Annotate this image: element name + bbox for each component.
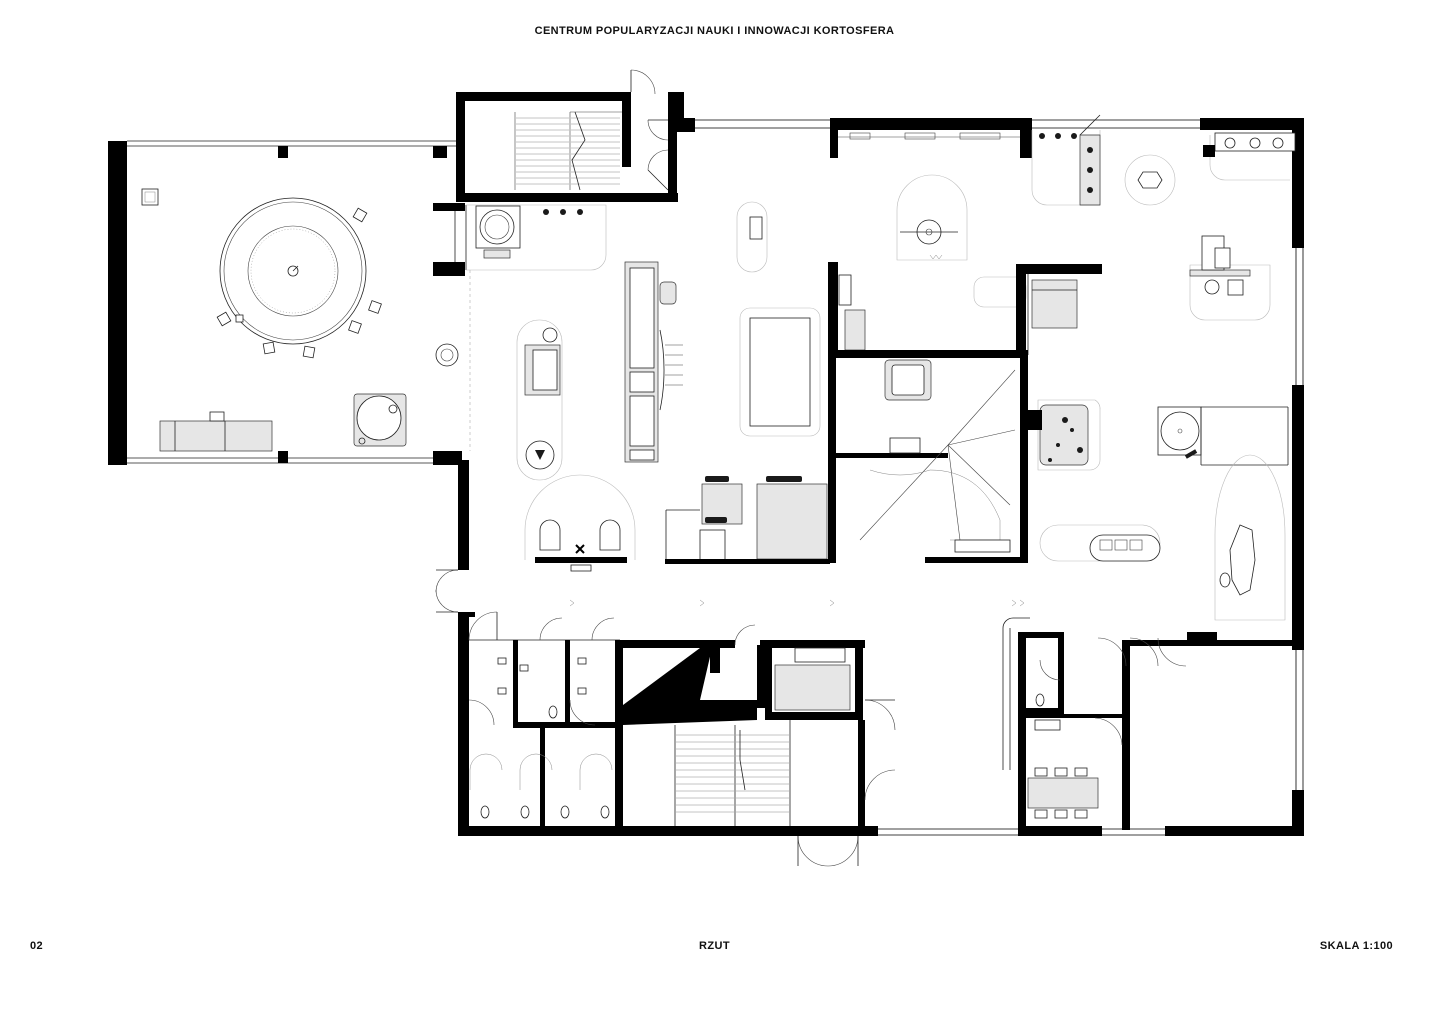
info-terminal	[141, 188, 159, 206]
west-hall	[108, 140, 471, 465]
sinks	[497, 657, 587, 695]
capsule-platform	[516, 319, 563, 481]
exhibit-shelf	[624, 261, 683, 463]
south-east-offices	[1002, 617, 1300, 835]
west-hall-west-wall	[108, 141, 127, 465]
oval-platform	[736, 201, 768, 273]
twin-figures-exhibit	[524, 474, 636, 572]
workbench-exhibit	[1189, 235, 1271, 321]
page-number: 02	[30, 940, 44, 952]
central-hall	[433, 201, 830, 613]
sheet-name: RZUT	[699, 940, 730, 952]
outer-walls	[458, 118, 1304, 836]
spiral-stair-room	[828, 350, 1028, 563]
office-table	[1027, 767, 1099, 819]
bike-exhibit	[665, 476, 828, 562]
round-column	[435, 343, 459, 367]
round-exhibit-table	[219, 197, 367, 345]
stool-row	[1203, 132, 1296, 181]
central-table-platform	[739, 307, 821, 437]
drum-exhibit	[475, 205, 521, 259]
wall-screens	[543, 209, 583, 215]
drawing-title: CENTRUM POPULARYZACJI NAUKI I INNOWACJI …	[534, 25, 895, 37]
north-east-room	[1028, 114, 1296, 621]
scale-label: SKALA 1:100	[1319, 940, 1393, 952]
north-exhibit-room	[828, 132, 1102, 355]
turntable-exhibit	[353, 393, 407, 447]
reception-desk	[159, 411, 273, 452]
circulation-arrows	[569, 254, 1025, 607]
stools	[216, 207, 382, 359]
toilet-icon	[548, 705, 558, 719]
north-staircase	[456, 69, 684, 202]
south-staircase	[615, 624, 896, 867]
restrooms	[468, 611, 623, 830]
